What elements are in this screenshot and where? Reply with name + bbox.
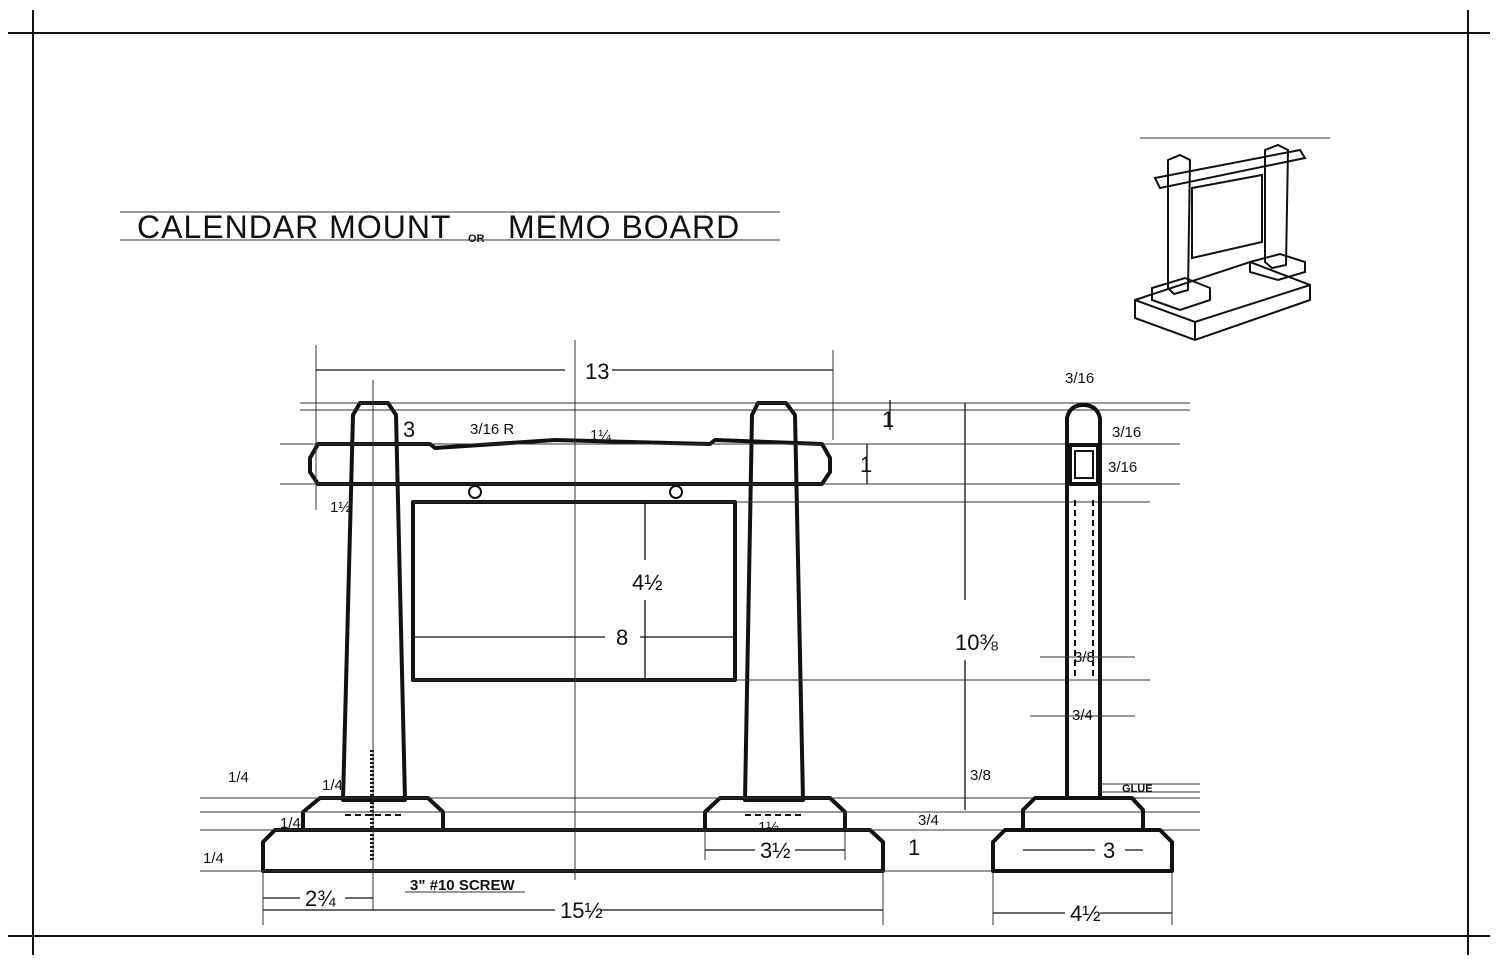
side-view: 10⅜ 3/16 3/16 3/16 1 1 3/8 3/4 3/8 3/4 1…	[860, 370, 1200, 926]
dim-post-offset: 3	[403, 417, 415, 442]
title-part2: MEMO BOARD	[508, 209, 740, 245]
dim-slot-height: 3/16	[1108, 459, 1137, 476]
dim-base-width: 15½	[560, 898, 603, 923]
dim-quarter-2: 1/4	[322, 777, 343, 794]
sheet-border	[8, 10, 1490, 955]
dim-screw-offset: 2¾	[305, 886, 336, 911]
dim-crossbar-1b: 1	[860, 452, 872, 477]
dim-board-height: 4½	[632, 570, 663, 595]
dim-block-width: 3	[1103, 838, 1115, 863]
dim-base-height: 1	[908, 835, 920, 860]
dim-dip-width: 1¼	[590, 427, 611, 444]
title-part1: CALENDAR MOUNT	[137, 209, 451, 245]
dim-quarter-4: 1/4	[203, 850, 224, 867]
dim-crossbar-1a: 1	[882, 407, 894, 432]
dim-board-width: 8	[616, 625, 628, 650]
left-post	[341, 401, 407, 802]
dim-post-thick: 3/8	[1074, 649, 1095, 666]
right-post	[743, 401, 805, 802]
isometric-view	[1134, 137, 1330, 342]
dim-quarter-1: 1/4	[228, 769, 249, 786]
side-crossbar-slot	[1068, 443, 1100, 486]
hook-eye-right	[669, 485, 683, 499]
dim-radius: 3/16 R	[470, 421, 514, 438]
side-post-base	[1021, 796, 1145, 832]
crossbar	[308, 438, 832, 486]
dim-top-thickness: 3/16	[1065, 370, 1094, 387]
glue-note: GLUE	[1122, 783, 1153, 795]
dim-base-step: 3/8	[970, 767, 991, 784]
dim-post-base-top: 1½	[758, 819, 779, 836]
dim-post-base-width: 3½	[760, 838, 791, 863]
hook-eye-left	[468, 485, 482, 499]
dim-post-width: 3/4	[1072, 707, 1093, 724]
side-main-base	[991, 828, 1174, 873]
front-view: 13 3 3/16 R 1¼ 1½ 4½ 8 15½ 2¾ 3" #10 SCR…	[200, 340, 1200, 925]
dim-quarter-3: 1/4	[280, 815, 301, 832]
dim-base-depth: 4½	[1070, 901, 1101, 926]
dim-total-height: 10⅜	[955, 630, 998, 655]
memo-board	[411, 500, 737, 682]
side-post	[1065, 403, 1102, 800]
screw-note: 3" #10 SCREW	[410, 877, 515, 894]
dim-crossbar-end: 1½	[330, 499, 351, 516]
dim-slot-top: 3/16	[1112, 424, 1141, 441]
dim-base-block: 3/4	[918, 812, 939, 829]
drawing-title: CALENDAR MOUNT OR MEMO BOARD	[120, 209, 780, 245]
title-connector: OR	[468, 233, 485, 245]
dim-overall-width: 13	[585, 359, 609, 384]
